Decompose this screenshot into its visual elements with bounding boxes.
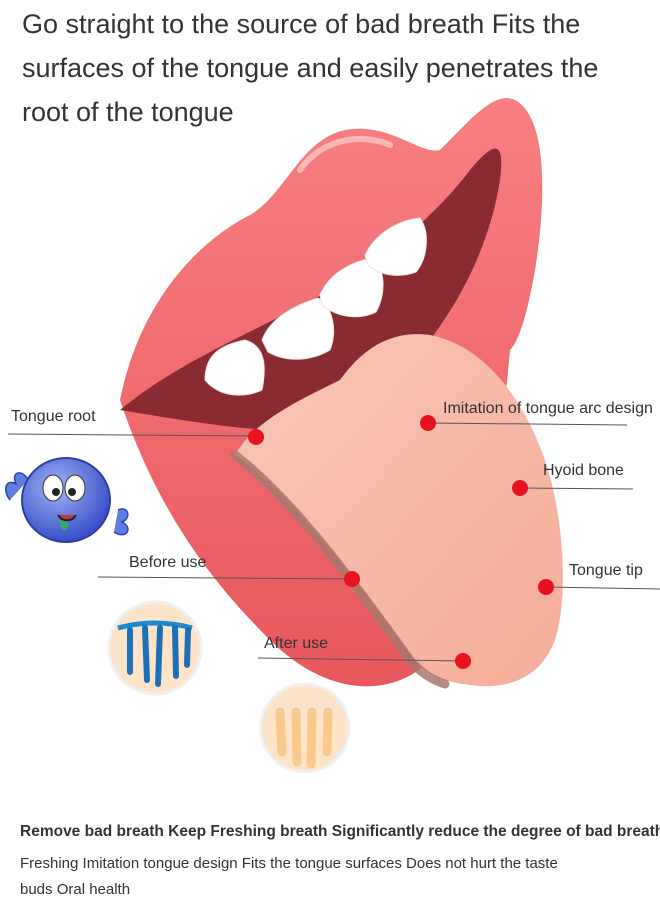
headline: Go straight to the source of bad breath … <box>22 9 599 127</box>
marker-after-use <box>455 653 471 669</box>
leader-lines <box>7 422 660 662</box>
footer-description: Freshing Imitation tongue design Fits th… <box>20 855 558 898</box>
label-tongue-tip: Tongue tip <box>569 562 643 579</box>
label-after-use: After use <box>264 635 329 652</box>
markers <box>248 415 554 669</box>
tongue-illustration <box>230 334 563 689</box>
label-tongue-arc: Imitation of tongue arc design <box>443 400 653 417</box>
footer-bold-line: Remove bad breath Keep Freshing breath S… <box>20 823 660 840</box>
marker-hyoid-bone <box>512 480 528 496</box>
bacteria-mascot-icon <box>5 457 129 543</box>
before-use-taste-buds-icon <box>107 600 203 696</box>
label-before-use: Before use <box>129 554 207 571</box>
marker-tongue-root <box>248 429 264 445</box>
marker-before-use <box>344 571 360 587</box>
label-tongue-root: Tongue root <box>11 408 96 425</box>
label-hyoid-bone: Hyoid bone <box>543 462 624 479</box>
after-use-taste-buds-icon <box>259 682 351 774</box>
marker-tongue-tip <box>538 579 554 595</box>
teeth <box>204 217 427 396</box>
marker-tongue-arc <box>420 415 436 431</box>
